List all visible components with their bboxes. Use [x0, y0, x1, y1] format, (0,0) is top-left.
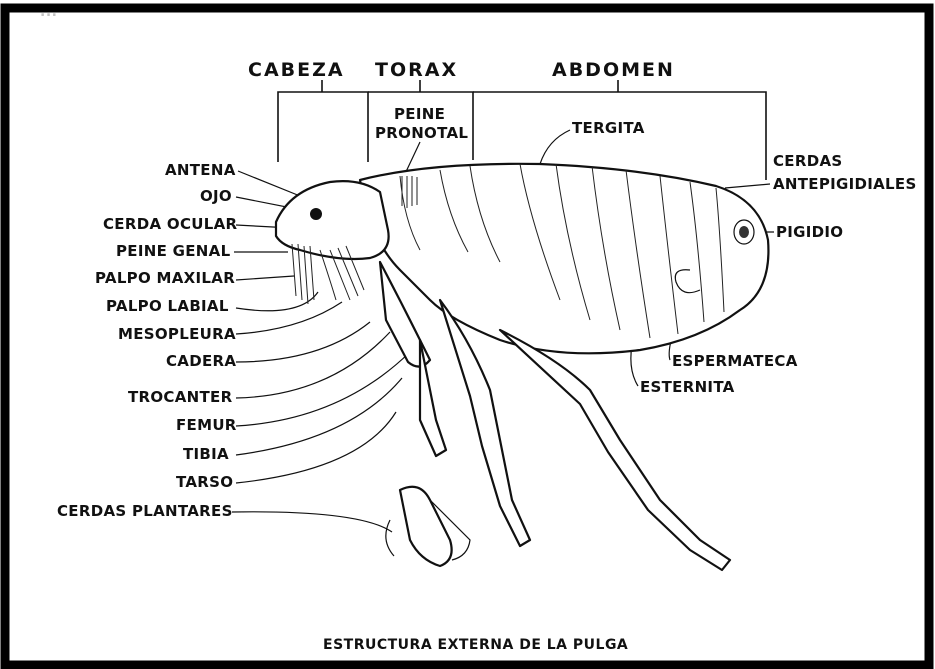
label-cerdas-1: CERDAS: [773, 152, 842, 170]
region-torax: TORAX: [375, 59, 458, 81]
leader-cerdas: [725, 184, 770, 188]
label-tibia: TIBIA: [183, 445, 229, 463]
label-cerda-ocular: CERDA OCULAR: [103, 215, 237, 233]
region-abdomen: ABDOMEN: [552, 59, 675, 81]
label-peine-genal: PEINE GENAL: [116, 242, 231, 260]
label-antena: ANTENA: [165, 161, 236, 179]
label-femur: FEMUR: [176, 416, 237, 434]
label-mesopleura: MESOPLEURA: [118, 325, 236, 343]
label-palpo-maxilar: PALPO MAXILAR: [95, 269, 235, 287]
top-cut-text: ...: [40, 4, 57, 20]
leader-tergita: [540, 130, 570, 164]
label-pigidio: PIGIDIO: [776, 223, 843, 241]
label-tarso: TARSO: [176, 473, 233, 491]
label-esternita: ESTERNITA: [640, 378, 735, 396]
label-tergita: TERGITA: [572, 119, 645, 137]
label-cadera: CADERA: [166, 352, 236, 370]
label-trocanter: TROCANTER: [128, 388, 233, 406]
label-cerdas-2: ANTEPIGIDIALES: [773, 175, 917, 193]
label-espermateca: ESPERMATECA: [672, 352, 798, 370]
label-palpo-labial: PALPO LABIAL: [106, 297, 229, 315]
label-cerdas-plantares: CERDAS PLANTARES: [57, 502, 233, 520]
label-peine-pronotal-1: PEINE: [394, 105, 445, 123]
label-peine-pronotal-2: PRONOTAL: [375, 124, 468, 142]
label-ojo: OJO: [200, 187, 232, 205]
caption: ESTRUCTURA EXTERNA DE LA PULGA: [323, 637, 628, 653]
region-cabeza: CABEZA: [248, 59, 345, 81]
